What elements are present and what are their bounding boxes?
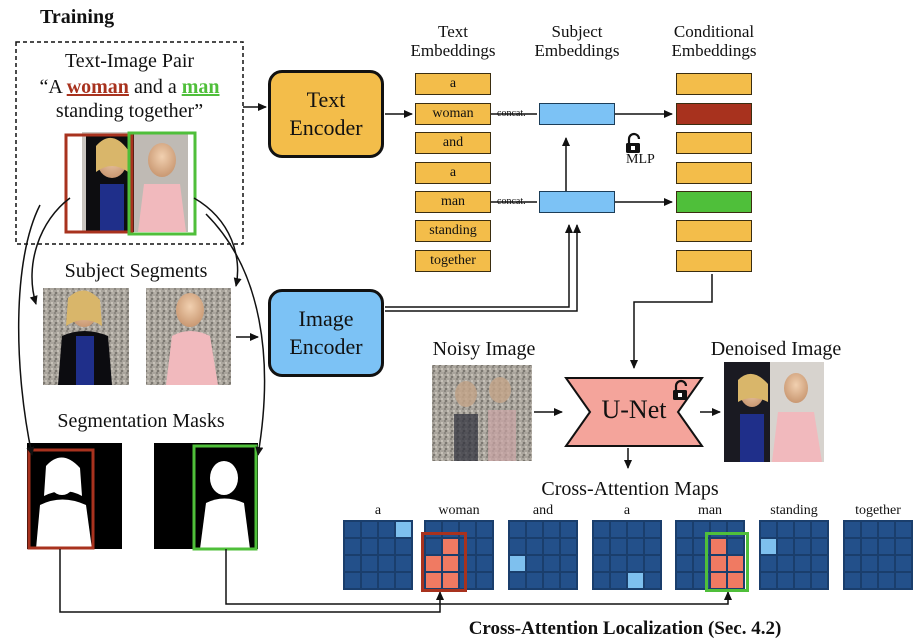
caption-word-man: man [181, 76, 220, 98]
mask-woman [27, 443, 122, 549]
token-box: man [415, 191, 491, 213]
unet-block [564, 377, 704, 447]
attention-map-a-2 [592, 520, 662, 590]
unlock-icon-unet [673, 379, 688, 400]
conditional-embedding [676, 73, 752, 95]
woman-attention-box [421, 532, 467, 592]
attention-map-woman [424, 520, 494, 590]
noisy-image [432, 365, 532, 461]
attention-word: and [532, 503, 554, 518]
cross-attention-title: Cross-Attention Maps [541, 478, 719, 500]
section-title: Training [40, 6, 115, 28]
conditional-embedding [676, 132, 752, 154]
denoised-image-label: Denoised Image [710, 338, 842, 360]
segmentation-masks-label: Segmentation Masks [57, 410, 225, 432]
man-attention-box [705, 532, 749, 592]
attention-map-man [675, 520, 745, 590]
mask-man-box [192, 444, 258, 551]
noisy-image-label: Noisy Image [432, 338, 536, 360]
conditional-embedding [676, 162, 752, 184]
attention-map-together [843, 520, 913, 590]
mlp-label: MLP [626, 152, 655, 167]
mask-man [154, 443, 258, 549]
denoised-image [724, 362, 824, 462]
pair-dashed-box [15, 41, 244, 245]
token-box: together [415, 250, 491, 272]
subject-embedding-woman [539, 103, 615, 125]
conditional-embedding-woman [676, 103, 752, 125]
attention-word: a [623, 503, 631, 518]
token-box: a [415, 73, 491, 95]
pair-caption-line1: “A woman and a man [39, 76, 220, 98]
attention-word: together [855, 503, 901, 518]
token-box: woman [415, 103, 491, 125]
unlock-icon-mlp [626, 132, 641, 153]
concat-label-woman: concat. [497, 108, 526, 119]
token-box: a [415, 162, 491, 184]
pair-caption-line2: standing together” [55, 100, 204, 122]
conditional-embedding-man [676, 191, 752, 213]
concat-label-man: concat. [497, 196, 526, 207]
subject-segments-label: Subject Segments [64, 260, 208, 282]
attention-map-and [508, 520, 578, 590]
unet-label: U-Net [601, 395, 667, 424]
token-box: and [415, 132, 491, 154]
attention-word: man [697, 503, 723, 518]
subject-segment-man [146, 288, 231, 385]
footer-caption: Cross-Attention Localization (Sec. 4.2) [468, 618, 782, 639]
attention-map-a [343, 520, 413, 590]
attention-word: woman [438, 503, 480, 518]
man-highlight-box [127, 131, 197, 236]
woman-highlight-box [64, 133, 134, 234]
pair-photo [82, 132, 188, 232]
subject-segment-woman [43, 288, 129, 385]
mask-woman-box [27, 448, 95, 550]
attention-word: a [374, 503, 382, 518]
pair-title: Text-Image Pair [64, 50, 195, 72]
token-box: standing [415, 220, 491, 242]
conditional-embedding [676, 250, 752, 272]
attention-map-standing [759, 520, 829, 590]
subject-embedding-man [539, 191, 615, 213]
conditional-embedding [676, 220, 752, 242]
caption-word-woman: woman [66, 76, 129, 98]
attention-word: standing [770, 503, 818, 518]
